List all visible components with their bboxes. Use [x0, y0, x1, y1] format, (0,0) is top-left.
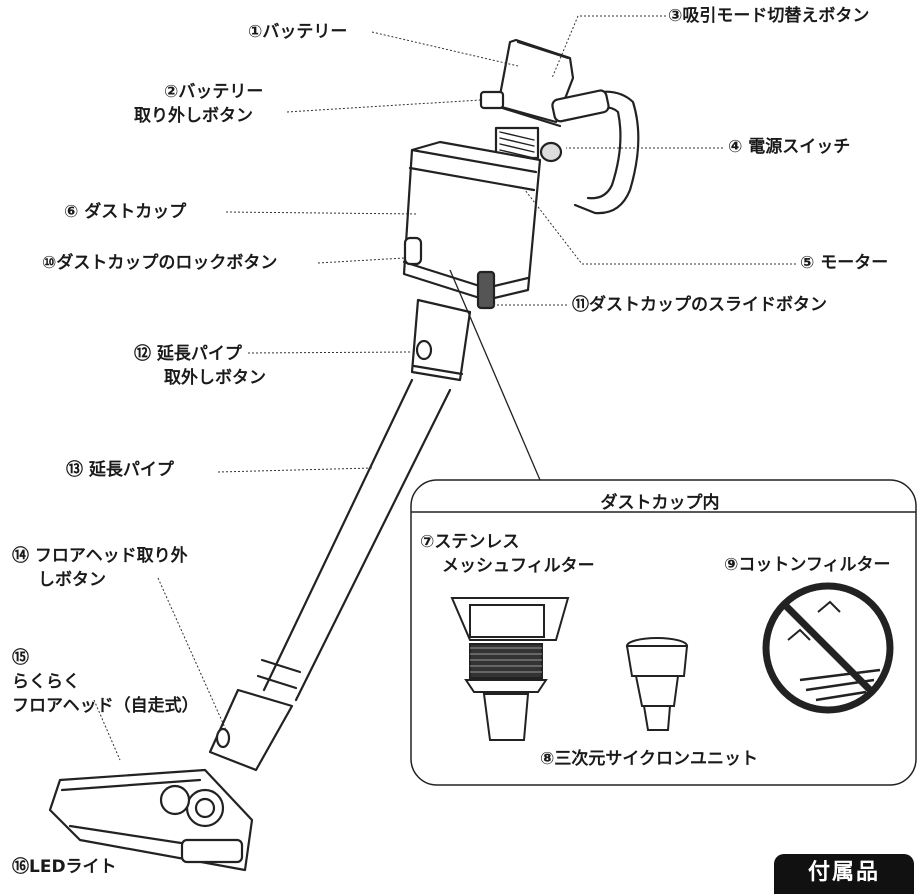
label-dust-cup-slide: ⑪ダストカップのスライドボタン [572, 295, 827, 315]
label-floor-head-line2: らくらく [12, 672, 80, 692]
label-extension-pipe: ⑬ 延長パイプ [66, 460, 174, 480]
label-dust-cup-lock: ⑩ダストカップのロックボタン [42, 253, 278, 273]
dust-cup-illustration [402, 140, 542, 310]
label-floor-head-line3: フロアヘッド（自走式） [12, 696, 199, 716]
label-motor: ⑤ モーター [800, 253, 889, 273]
pipe-joint-illustration [208, 688, 294, 772]
label-pipe-release: ⑫ 延長パイプ 取外しボタン [134, 342, 266, 390]
label-pipe-release-line1: ⑫ 延長パイプ [134, 344, 242, 364]
label-mesh-filter-line1: ⑦ステンレス [420, 532, 520, 552]
label-led-light: ⑯LEDライト [12, 857, 117, 877]
label-mesh-filter: ⑦ステンレス メッシュフィルター [420, 530, 595, 578]
label-battery-release-line1: ②バッテリー [164, 82, 264, 102]
label-cotton-filter: ⑨コットンフィルター [724, 555, 891, 575]
floor-head-illustration [48, 768, 254, 872]
cyclone-unit-illustration [625, 637, 689, 731]
mesh-filter-illustration [450, 597, 570, 741]
label-dust-cup: ⑥ ダストカップ [64, 202, 187, 222]
label-battery: ①バッテリー [248, 22, 348, 42]
pipe-connector-illustration [410, 298, 472, 382]
label-battery-release-line2: 取り外しボタン [134, 106, 253, 126]
label-floor-head-line1: ⑮ [12, 648, 29, 668]
leader-lines [93, 15, 796, 761]
label-floor-head: ⑮ らくらく フロアヘッド（自走式） [12, 646, 199, 718]
label-head-release-line1: ⑭ フロアヘッド取り外 [12, 546, 188, 566]
extension-pipe-illustration [256, 378, 452, 702]
label-battery-release: ②バッテリー 取り外しボタン [134, 80, 263, 128]
cotton-filter-illustration [762, 582, 894, 714]
dust-cup-inset [410, 479, 917, 786]
accessories-badge: 付属品 [774, 854, 914, 894]
label-power-switch: ④ 電源スイッチ [728, 137, 851, 157]
label-pipe-release-line2: 取外しボタン [164, 368, 266, 388]
label-head-release-line2: しボタン [38, 570, 106, 590]
label-mesh-filter-line2: メッシュフィルター [442, 556, 595, 576]
inset-title: ダストカップ内 [600, 493, 720, 513]
label-cyclone-unit: ⑧三次元サイクロンユニット [540, 749, 759, 769]
label-suction-mode: ③吸引モード切替えボタン [668, 6, 870, 26]
label-head-release: ⑭ フロアヘッド取り外 しボタン [12, 544, 188, 592]
handle-illustration [539, 89, 640, 215]
